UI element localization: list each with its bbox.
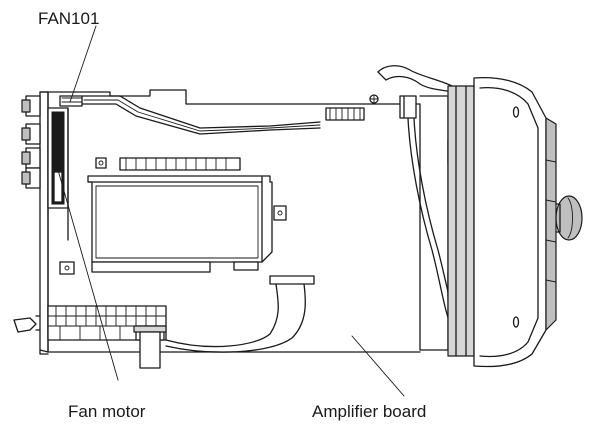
leader-lines bbox=[57, 25, 405, 397]
lower-ribbon-cable bbox=[165, 275, 315, 353]
fan-motor-label: Fan motor bbox=[68, 402, 146, 421]
front-panel-connectors bbox=[21, 95, 41, 189]
heatsink-fins bbox=[47, 305, 167, 369]
upper-component bbox=[95, 157, 241, 171]
fan-motor-leader-line bbox=[57, 169, 119, 381]
amplifier-board-leader-line bbox=[351, 335, 405, 397]
fan101-label: FAN101 bbox=[38, 9, 99, 28]
amplifier-board-label: Amplifier board bbox=[312, 402, 426, 421]
fan-motor bbox=[47, 107, 69, 241]
fan101-connector bbox=[59, 95, 321, 135]
fan101-leader-line bbox=[69, 25, 97, 103]
rear-handle bbox=[447, 76, 583, 368]
amplifier-board bbox=[59, 175, 287, 275]
top-connector bbox=[325, 94, 379, 121]
